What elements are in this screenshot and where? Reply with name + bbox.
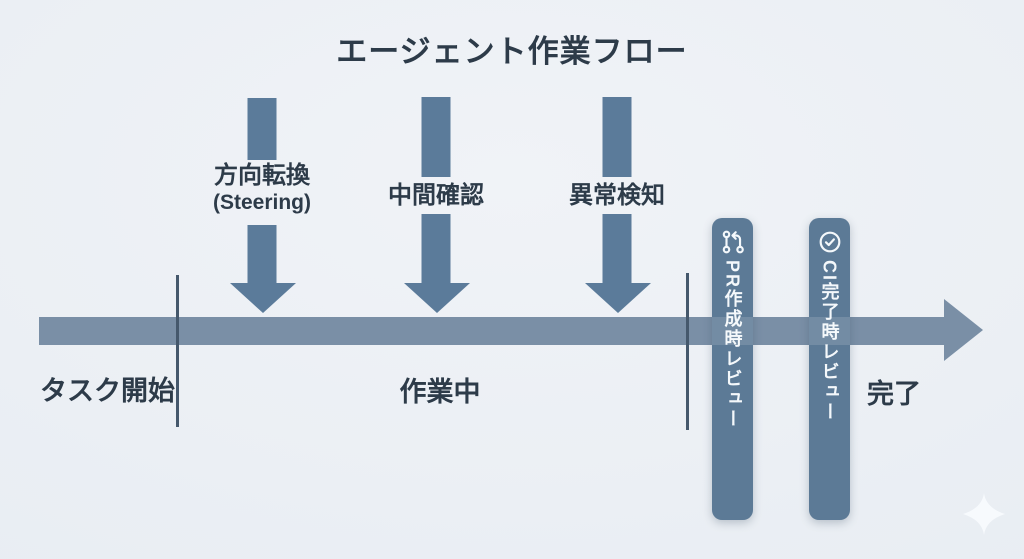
event-arrow-steering: 方向転換 (Steering) (213, 98, 311, 313)
review-pill-ci: CI完了時レビュー (809, 218, 850, 520)
event-arrow-interim-check: 中間確認 (388, 97, 484, 313)
down-arrow-shaft (602, 214, 632, 283)
down-arrow-shaft (421, 97, 451, 177)
review-pill-pr: PR作成時レビュー (712, 218, 753, 520)
sparkle-icon (962, 492, 1006, 536)
down-arrow-head (404, 283, 470, 313)
down-arrow-head (585, 283, 651, 313)
timeline-tick-task-start (176, 275, 179, 427)
event-label-text: 異常検知 (569, 182, 665, 209)
event-label-steering: 方向転換 (Steering) (213, 161, 311, 216)
review-pill-label: PR作成時レビュー (722, 260, 743, 430)
phase-label-in-progress: 作業中 (399, 377, 481, 407)
down-arrow-head (230, 283, 296, 313)
event-label-interim-check: 中間確認 (388, 181, 484, 210)
check-circle-icon (817, 229, 843, 255)
timeline-bar (39, 317, 945, 345)
review-pill-label: CI完了時レビュー (819, 260, 840, 422)
event-arrow-anomaly-detection: 異常検知 (569, 97, 665, 313)
down-arrow-shaft (247, 98, 277, 160)
event-sublabel-text: (Steering) (212, 191, 312, 214)
timeline-tick-pr (686, 273, 689, 430)
down-arrow-shaft (247, 225, 277, 283)
timeline-arrowhead (944, 299, 983, 361)
event-label-text: 中間確認 (388, 182, 484, 209)
phase-label-task-start: タスク開始 (40, 376, 175, 406)
diagram-title: エージェント作業フロー (336, 34, 688, 69)
down-arrow-shaft (421, 214, 451, 283)
event-label-text: 方向転換 (213, 162, 310, 189)
pull-request-icon (720, 229, 746, 255)
phase-label-done: 完了 (867, 379, 921, 409)
event-label-anomaly-detection: 異常検知 (569, 181, 665, 210)
down-arrow-shaft (602, 97, 632, 177)
